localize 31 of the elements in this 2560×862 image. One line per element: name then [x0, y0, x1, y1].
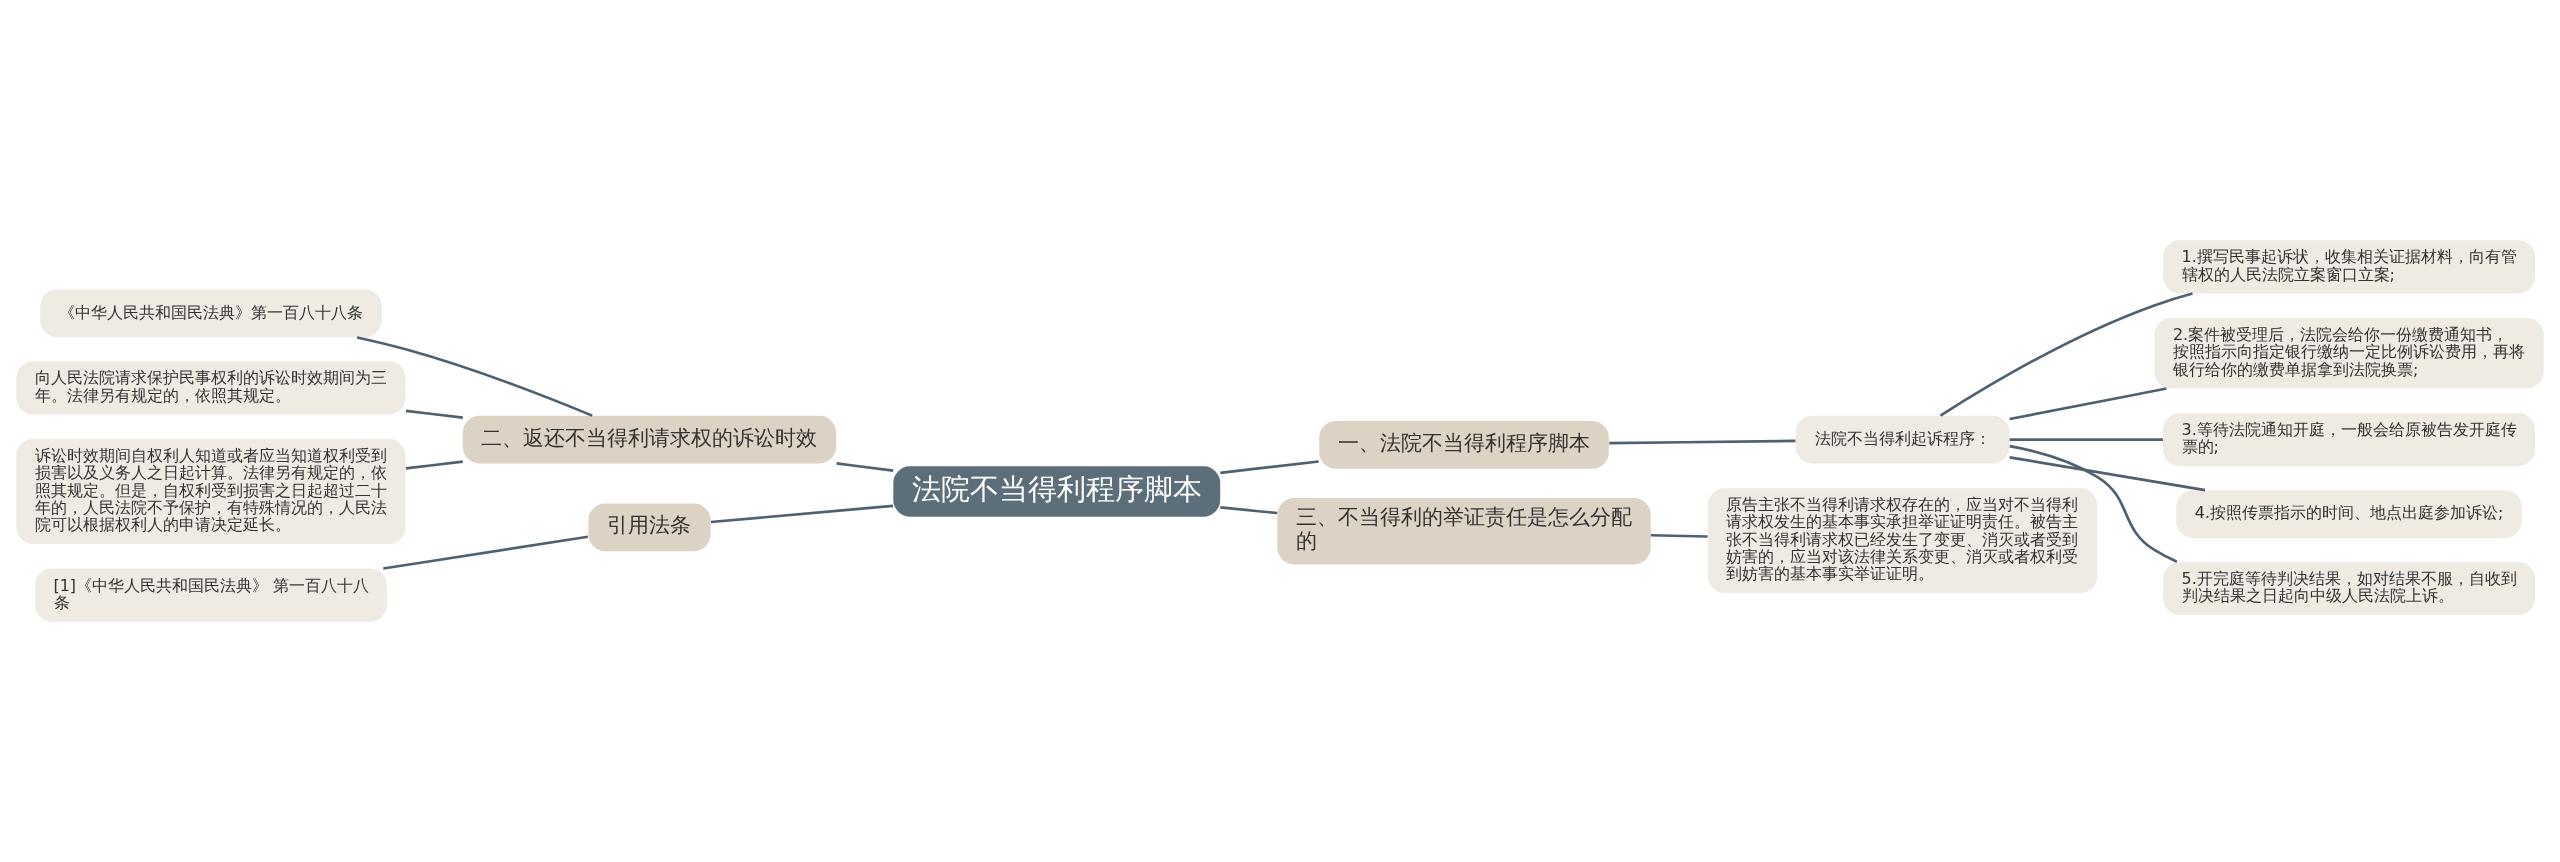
node-box: 引用法条: [588, 503, 711, 552]
node-box: 5.开完庭等待判决结果，如对结果不服，自收到判决结果之日起向中级人民法院上诉。: [2163, 561, 2536, 616]
node-box: 向人民法院请求保护民事权利的诉讼时效期间为三年。法律另有规定的，依照其规定。: [16, 361, 406, 415]
node-box: [1]《中华人民共和国民法典》 第一百八十八条: [34, 568, 388, 622]
connector: [2009, 456, 2206, 492]
node-box: 诉讼时效期间自权利人知道或者应当知道权利受到损害以及义务人之日起计算。法律另有规定的，依照其规定。但是，自权利受到损害之日起超过二十年的，人民法院不予保护，有特殊情况的，人民法院可以根据权利人的申请决定延长。: [16, 438, 406, 544]
node-box: 法院不当得利程序脚本: [893, 466, 1221, 517]
connector: [1220, 506, 1278, 515]
node-box: 原告主张不当得利请求权存在的，应当对不当得利请求权发生的基本事实承担举证证明责任。被告主张不当得利请求权已经发生了变更、消灭或者受到妨害的，应当对该法律关系变更、消灭或者权利受到妨害的基本事实举证证明。: [1707, 488, 2098, 594]
node-box: 二、返还不当得利请求权的诉讼时效: [462, 415, 837, 464]
connector: [383, 535, 589, 570]
node-box: 3.等待法院通知开庭，一般会给原被告发开庭传票的;: [2163, 413, 2536, 467]
connector: [356, 336, 593, 417]
node-box: 《中华人民共和国民法典》第一百八十八条: [40, 289, 382, 338]
connector: [1939, 292, 2193, 417]
node-box: 1.撰写民事起诉状，收集相关证据材料，向有管辖权的人民法院立案窗口立案;: [2163, 240, 2536, 294]
connector: [836, 462, 894, 472]
node-box: 一、法院不当得利程序脚本: [1319, 421, 1609, 469]
connector: [1609, 439, 1796, 445]
node-box: 4.按照传票指示的时间、地点出庭参加诉讼;: [2176, 490, 2522, 538]
connector: [1220, 460, 1319, 475]
connector: [2009, 438, 2163, 441]
connector: [405, 460, 463, 470]
connector: [2009, 444, 2178, 563]
connector: [710, 504, 894, 524]
connector: [405, 409, 463, 419]
node-box: 三、不当得利的举证责任是怎么分配的: [1277, 498, 1651, 565]
connector: [2009, 387, 2167, 421]
node-box: 法院不当得利起诉程序：: [1795, 415, 2010, 464]
node-box: 2.案件被受理后，法院会给你一份缴费通知书，按照指示向指定银行缴纳一定比例诉讼费用，再将银行给你的缴费单据拿到法院换票;: [2154, 318, 2544, 389]
connector: [1650, 533, 1708, 538]
